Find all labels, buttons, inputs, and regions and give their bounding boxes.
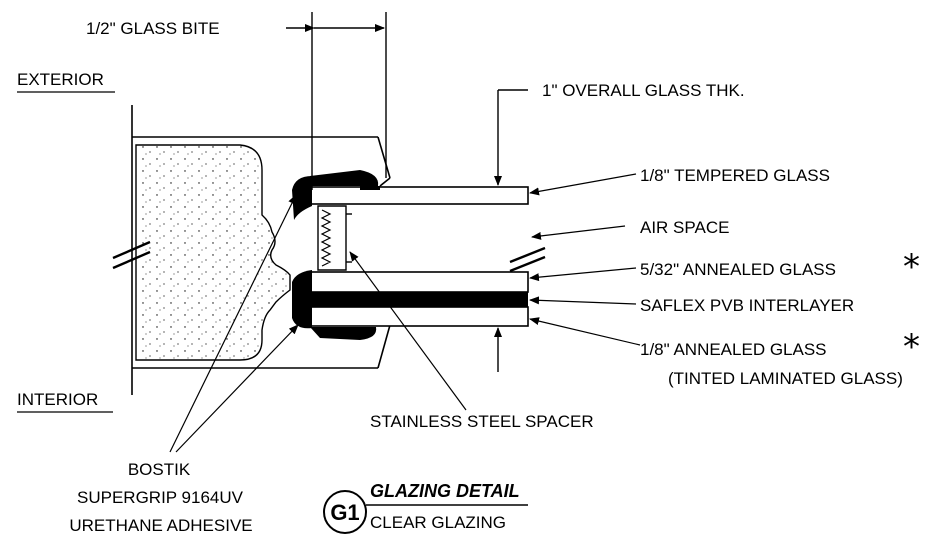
bostik-label-line2: SUPERGRIP 9164UV [77, 488, 244, 507]
tempered-glass-label: 1/8" TEMPERED GLASS [640, 166, 830, 185]
pvb-interlayer [310, 292, 528, 307]
tempered-glass-lite [309, 186, 529, 205]
annealed-glass-18-lite [309, 306, 529, 327]
glass-bite-label: 1/2" GLASS BITE [86, 19, 220, 38]
leader-lines [169, 173, 641, 453]
detail-tag-circle [323, 490, 367, 534]
overall-thickness-dimension [494, 89, 528, 372]
spacer-label: STAINLESS STEEL SPACER [370, 412, 594, 431]
overall-thickness-label: 1" OVERALL GLASS THK. [542, 81, 745, 100]
bostik-label-line1: BOSTIK [128, 460, 191, 479]
asterisk-mark-1: * [903, 247, 920, 287]
urethane-adhesive [292, 170, 380, 340]
glass-bite-dimension [286, 12, 387, 190]
stainless-steel-spacer [317, 205, 352, 271]
air-space-label: AIR SPACE [640, 218, 729, 237]
insulation-core [135, 144, 291, 361]
frame-break-mark [112, 240, 151, 270]
glass-break-mark [509, 246, 546, 273]
interior-label: INTERIOR [17, 390, 98, 409]
annealed-glass-532-lite [309, 271, 529, 293]
detail-title: GLAZING DETAIL [370, 481, 520, 501]
annealed-glass-532-label: 5/32" ANNEALED GLASS [640, 260, 836, 279]
asterisk-mark-2: * [903, 327, 920, 367]
saflex-label: SAFLEX PVB INTERLAYER [640, 296, 854, 315]
bostik-label-line3: URETHANE ADHESIVE [69, 516, 252, 535]
annealed-glass-18-label: 1/8" ANNEALED GLASS [640, 340, 827, 359]
exterior-label: EXTERIOR [17, 70, 104, 89]
tinted-laminated-label: (TINTED LAMINATED GLASS) [668, 369, 903, 388]
detail-subtitle: CLEAR GLAZING [370, 513, 506, 532]
detail-tag: G1 [330, 500, 359, 525]
